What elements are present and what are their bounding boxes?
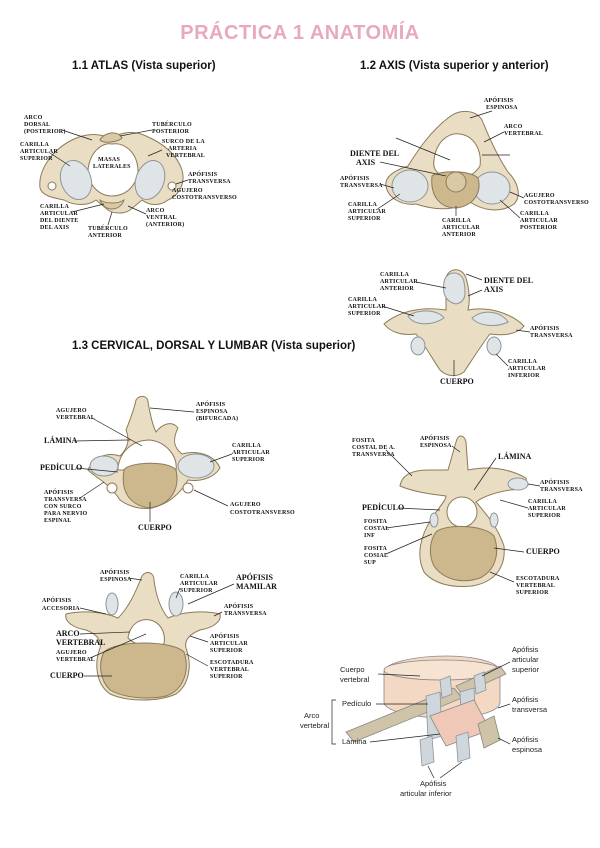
lumb-cuerpo-label: CUERPO — [50, 671, 84, 680]
dorsal-figure — [399, 435, 529, 587]
dors-lamina-label: LÁMINA — [498, 451, 532, 461]
atlas-figure — [39, 131, 184, 214]
section-title-axis: 1.2 AXIS (Vista superior y anterior) — [360, 60, 549, 72]
lumbar-figure — [65, 572, 221, 701]
axis-top-figure — [385, 111, 519, 211]
cerv-cuerpo-label: CUERPO — [138, 523, 172, 532]
dors-cuerpo-label: CUERPO — [526, 547, 560, 556]
cerv-lamina-label: LÁMINA — [44, 435, 78, 445]
sch-pediculo-label: Pedículo — [342, 699, 371, 708]
cerv-pediculo-label: PEDÍCULO — [40, 462, 82, 472]
page-title: PRÁCTICA 1 ANATOMÍA — [180, 22, 420, 44]
axis-front-figure — [383, 269, 525, 377]
vertebra-schematic — [345, 655, 507, 767]
axisf-cuerpo-label: CUERPO — [440, 377, 474, 386]
sch-lamina-label: Lámina — [342, 737, 367, 746]
cervical-figure — [87, 395, 221, 509]
section-title-cervical: 1.3 CERVICAL, DORSAL Y LUMBAR (Vista sup… — [72, 340, 356, 352]
section-title-atlas: 1.1 ATLAS (Vista superior) — [72, 60, 216, 72]
dors-pediculo-label: PEDÍCULO — [362, 502, 404, 512]
